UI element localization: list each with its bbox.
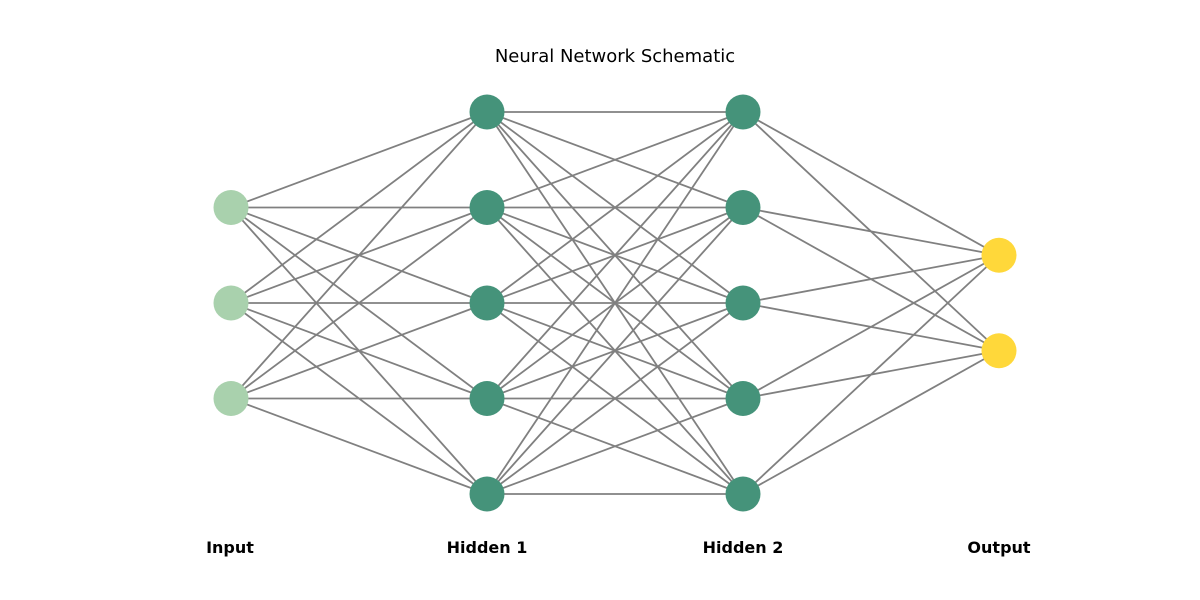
connection-l2n3-l3n0 [742,254,1000,400]
connection-l1n4-l2n2 [486,302,744,495]
connection-l0n2-l1n0 [230,111,488,400]
neuron-input-3 [213,381,249,416]
connection-l0n1-l1n0 [230,111,488,304]
connection-l2n1-l3n0 [742,206,1000,257]
neuron-hidden-1-3 [469,285,505,321]
layer-label-hidden-1: Hidden 1 [446,538,528,557]
neuron-hidden-1-1 [469,94,505,130]
layer-label-output: Output [967,538,1031,557]
neuron-hidden-2-2 [725,190,761,225]
connections-group [230,111,1000,495]
neuron-output-2 [981,333,1017,369]
neuron-hidden-1-4 [469,381,505,416]
neuron-input-1 [213,190,249,225]
connection-l1n3-l2n0 [486,111,744,400]
neuron-hidden-1-5 [469,476,505,512]
neuron-input-2 [213,285,249,321]
layer-label-input: Input [206,538,254,557]
connection-l1n4-l2n0 [486,111,744,495]
connection-l1n4-l2n3 [486,397,744,495]
connection-l0n2-l1n1 [230,206,488,400]
connection-l1n4-l2n1 [486,206,744,495]
neuron-hidden-2-5 [725,476,761,512]
connection-l2n2-l3n0 [742,254,1000,304]
neuron-hidden-1-2 [469,190,505,225]
neuron-output-1 [981,237,1017,273]
connection-l0n2-l1n2 [230,302,488,400]
neurons-group [213,94,1017,512]
connection-l2n0-l3n0 [742,111,1000,257]
connection-l1n2-l2n0 [486,111,744,304]
connection-l2n4-l3n0 [742,254,1000,495]
neuron-hidden-2-4 [725,381,761,416]
connection-l1n1-l2n0 [486,111,744,209]
neuron-hidden-2-3 [725,285,761,321]
connection-l2n4-l3n1 [742,349,1000,495]
connection-l0n0-l1n0 [230,111,488,209]
neuron-hidden-2-1 [725,94,761,130]
layer-label-hidden-2: Hidden 2 [702,538,784,557]
connection-l0n2-l1n4 [230,397,488,495]
diagram-title: Neural Network Schematic [494,46,736,67]
